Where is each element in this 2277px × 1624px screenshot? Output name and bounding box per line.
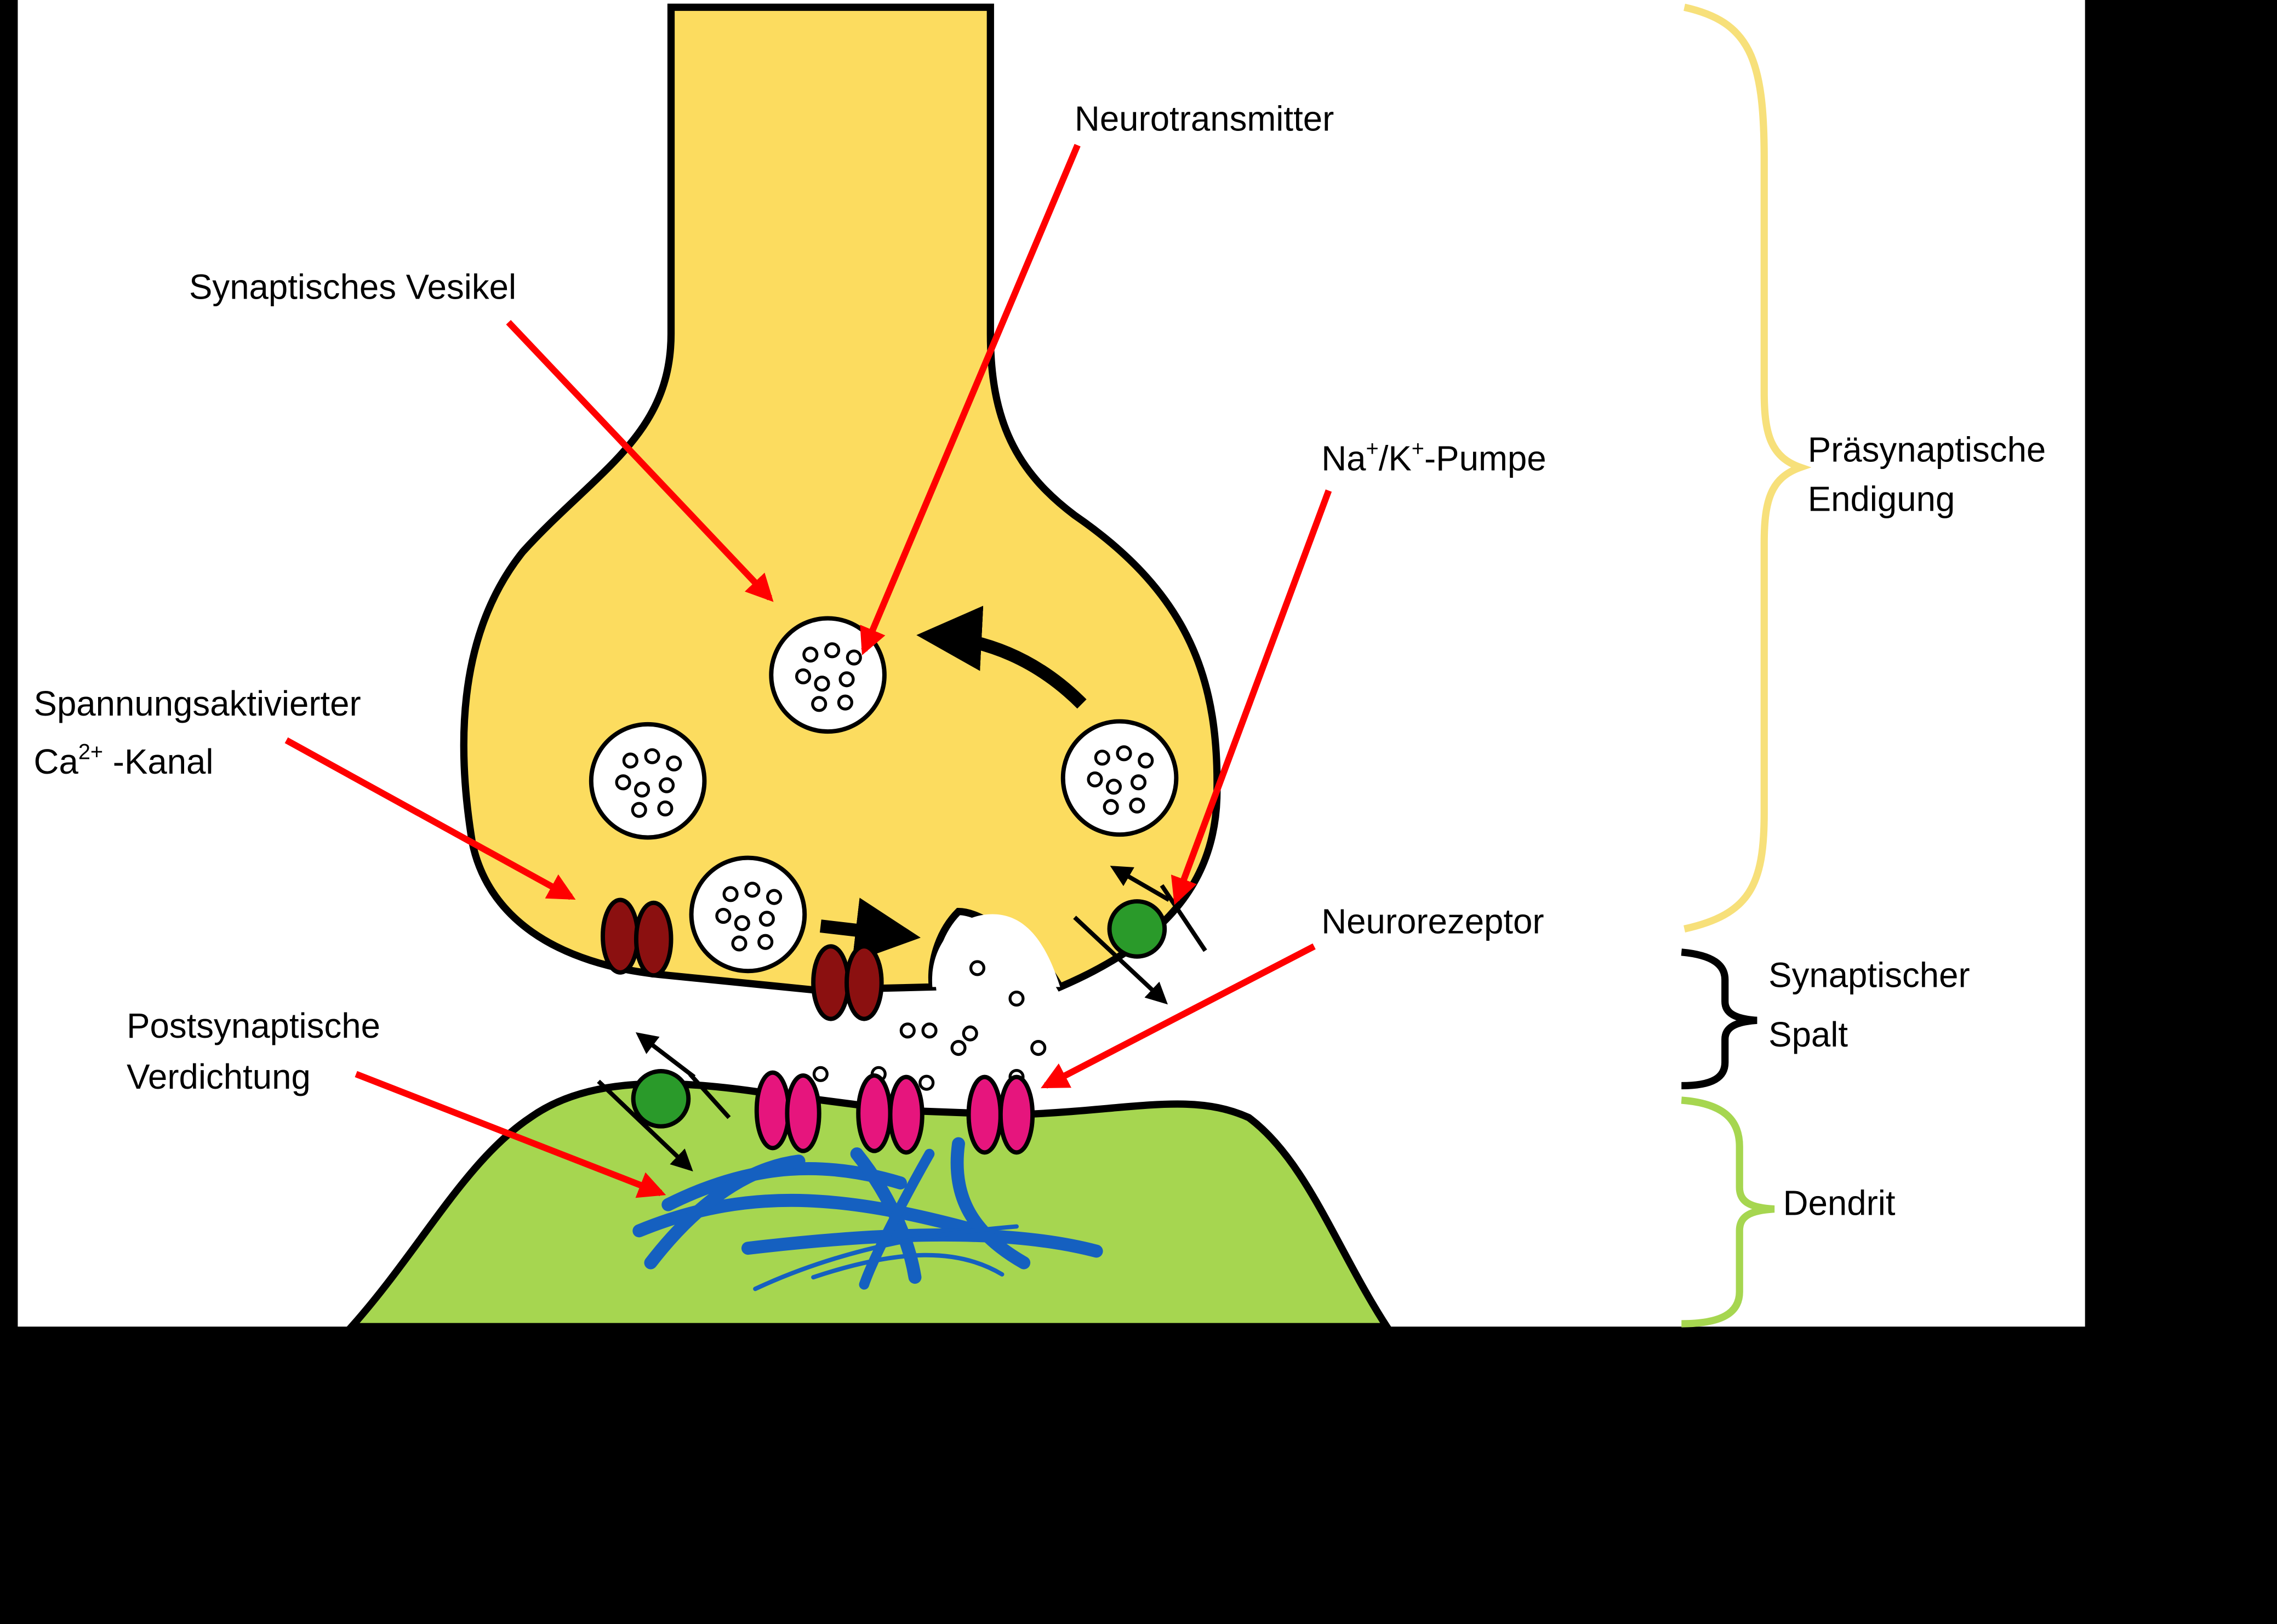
arrow-postsynaptic-density <box>355 1071 666 1198</box>
fusing-vesicle <box>932 914 1060 987</box>
postsynaptic-density-fibres <box>632 1137 1103 1291</box>
arrow-neuroreceptor <box>1041 943 1316 1089</box>
bracket-presynaptic <box>1684 3 1812 933</box>
label-postsynaptic-density-line2: Verdichtung <box>127 1057 311 1096</box>
label-cleft-line2: Spalt <box>1768 1015 1848 1054</box>
neuroreceptors <box>754 1070 1035 1155</box>
label-presynaptic-line1: Präsynaptische <box>1808 430 2046 469</box>
pointer-arrows <box>284 144 1332 1198</box>
label-postsynaptic-density-line1: Postsynaptische <box>127 1007 380 1045</box>
label-na-k-pump: Na+/K+-Pumpe <box>1321 437 1546 478</box>
label-ca-channel-line1: Spannungsaktivierter <box>34 684 361 723</box>
label-neuroreceptor: Neurorezeptor <box>1321 902 1544 941</box>
pump-postsynaptic <box>597 1032 731 1171</box>
exocytosis-arrow <box>819 897 921 963</box>
arrow-ca-channel <box>284 737 576 900</box>
pump-presynaptic <box>1073 866 1207 1005</box>
label-neurotransmitter: Neurotransmitter <box>1075 99 1334 138</box>
arrow-neurotransmitter <box>860 144 1081 656</box>
label-dendrite: Dendrit <box>1783 1183 1896 1222</box>
arrow-synaptic-vesicle <box>506 319 774 602</box>
bracket-cleft <box>1681 948 1757 1090</box>
bracket-dendrite <box>1681 1096 1775 1328</box>
arrow-na-k-pump <box>1171 489 1332 905</box>
label-cleft-line1: Synaptischer <box>1768 956 1970 994</box>
label-synaptic-vesicle: Synaptisches Vesikel <box>189 268 516 307</box>
vesicle-left <box>591 724 705 838</box>
vesicle-right <box>1063 722 1177 835</box>
label-presynaptic-line2: Endigung <box>1808 479 1955 518</box>
label-ca-channel-line2: Ca2+ -Kanal <box>34 740 214 781</box>
recycling-arrow <box>916 605 1087 709</box>
ca-channels <box>601 897 884 1021</box>
vesicle-bottom <box>692 858 805 971</box>
